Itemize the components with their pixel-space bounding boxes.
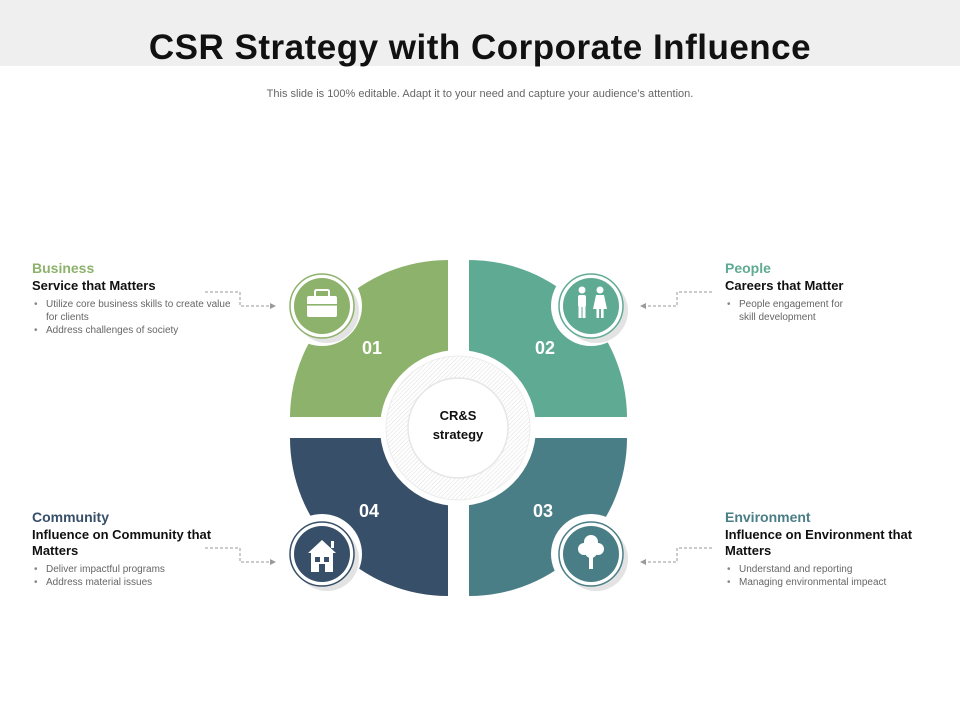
badge-03 xyxy=(551,514,631,594)
list-item: Utilize core business skills to create v… xyxy=(32,298,232,324)
quadrant-04-number: 04 xyxy=(359,501,379,521)
block-business-list: Utilize core business skills to create v… xyxy=(32,298,232,337)
block-people-subheading: Careers that Matter xyxy=(725,278,844,293)
block-business-heading: Business xyxy=(32,260,95,276)
slide-title: CSR Strategy with Corporate Influence xyxy=(148,28,812,67)
block-community-list: Deliver impactful programs Address mater… xyxy=(32,563,222,589)
block-environment-subheading: Influence on Environment that Matters xyxy=(725,527,913,558)
arrow-head-02 xyxy=(640,303,646,309)
people-icon xyxy=(578,286,607,318)
connector-03 xyxy=(643,547,712,563)
arrow-head-01 xyxy=(270,303,276,309)
slide-subtitle: This slide is 100% editable. Adapt it to… xyxy=(266,88,694,100)
title-band xyxy=(0,0,960,66)
connector-02 xyxy=(643,291,712,307)
connector-01 xyxy=(205,291,274,307)
block-people-list: People engagement for skill development xyxy=(725,298,855,324)
arrow-head-03 xyxy=(640,559,646,565)
quadrant-02-number: 02 xyxy=(535,338,555,358)
briefcase-icon xyxy=(307,289,337,317)
block-environment: Environment Influence on Environment tha… xyxy=(725,509,955,589)
block-community-subheading: Influence on Community that Matters xyxy=(32,527,212,558)
tree-icon xyxy=(578,535,604,569)
list-item: Managing environmental impeact xyxy=(725,576,955,589)
block-people-heading: People xyxy=(725,260,771,276)
badge-04 xyxy=(282,514,362,594)
arrow-head-04 xyxy=(270,559,276,565)
badge-02 xyxy=(551,266,631,346)
list-item: People engagement for skill development xyxy=(725,298,855,324)
list-item: Understand and reporting xyxy=(725,563,955,576)
block-community: Community Influence on Community that Ma… xyxy=(32,509,222,589)
block-people: People Careers that Matter People engage… xyxy=(725,260,925,324)
block-community-heading: Community xyxy=(32,509,109,525)
house-icon xyxy=(308,540,336,572)
list-item: Address challenges of society xyxy=(32,324,232,337)
badge-01 xyxy=(282,266,362,346)
quadrant-03-number: 03 xyxy=(533,501,553,521)
block-environment-heading: Environment xyxy=(725,509,811,525)
list-item: Deliver impactful programs xyxy=(32,563,222,576)
center-label-line2: strategy xyxy=(433,427,484,442)
block-business-subheading: Service that Matters xyxy=(32,278,156,293)
quadrant-01-number: 01 xyxy=(362,338,382,358)
list-item: Address material issues xyxy=(32,576,222,589)
connector-04 xyxy=(205,547,274,563)
center-circle xyxy=(407,377,509,479)
center-label-line1: CR&S xyxy=(440,408,477,423)
block-environment-list: Understand and reporting Managing enviro… xyxy=(725,563,955,589)
block-business: Business Service that Matters Utilize co… xyxy=(32,260,232,337)
